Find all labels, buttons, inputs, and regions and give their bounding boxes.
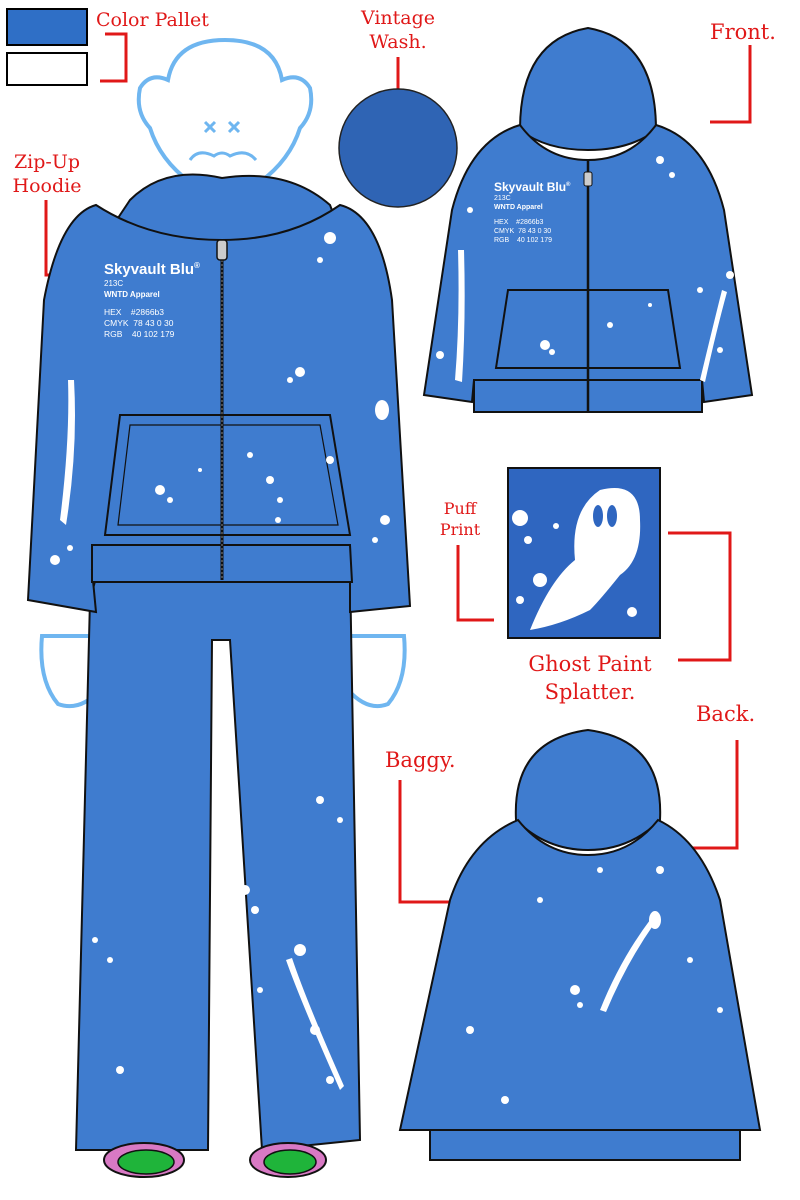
print-code: 213C	[104, 279, 124, 288]
ghost-splatter-icon	[512, 488, 641, 630]
label-vintage-wash-line1: Vintage	[360, 7, 436, 29]
front-print-rgb: RGB 40 102 179	[494, 237, 552, 244]
print-hex: HEX #2866b3	[104, 307, 165, 317]
main-chest-print: Skyvault Blu® 213C WNTD Apparel HEX #286…	[104, 257, 200, 340]
front-print-cmyk: CMYK 78 43 0 30	[494, 228, 552, 235]
label-front: Front.	[710, 20, 776, 44]
front-print-brand: Skyvault Blu	[494, 180, 567, 194]
front-print-code: 213C	[494, 195, 511, 202]
label-puff-print-line2: Print	[439, 520, 481, 539]
back-splatter	[466, 866, 723, 1104]
vintage-wash-swatch	[338, 88, 458, 208]
label-ghost-line2: Splatter.	[544, 680, 636, 704]
label-ghost-paint-splatter: Ghost Paint Splatter.	[500, 650, 680, 706]
shoes	[103, 1142, 327, 1178]
front-chest-print: Skyvault Blu® 213C WNTD Apparel HEX #286…	[494, 178, 570, 245]
label-zip-up-line1: Zip-Up	[13, 151, 81, 173]
main-splatter	[50, 232, 390, 1090]
label-zip-up-hoodie: Zip-Up Hoodie	[12, 150, 82, 198]
label-vintage-wash: Vintage Wash.	[350, 6, 446, 54]
color-swatch-white	[6, 52, 88, 86]
label-puff-print-line1: Puff	[443, 499, 477, 518]
print-rgb: RGB 40 102 179	[104, 329, 175, 339]
color-swatch-blue	[6, 8, 88, 46]
label-color-pallet: Color Pallet	[96, 9, 209, 31]
label-ghost-line1: Ghost Paint	[528, 652, 652, 676]
label-back: Back.	[696, 702, 756, 726]
print-brand: Skyvault Blu	[104, 261, 195, 278]
front-print-reg-mark: ®	[566, 182, 571, 188]
label-zip-up-line2: Hoodie	[12, 175, 82, 197]
label-puff-print: Puff Print	[432, 498, 488, 540]
front-print-hex: HEX #2866b3	[494, 219, 544, 226]
print-reg-mark: ®	[194, 261, 200, 270]
mannequin-face-icon	[188, 120, 258, 162]
pants	[74, 569, 362, 1152]
front-splatter	[436, 156, 734, 382]
print-cmyk: CMYK 78 43 0 30	[104, 318, 174, 328]
label-baggy: Baggy.	[385, 748, 456, 772]
front-print-company: WNTD Apparel	[494, 204, 543, 211]
zipper-icon	[216, 239, 228, 580]
print-company: WNTD Apparel	[104, 290, 160, 299]
back-hoodie	[398, 728, 762, 1161]
label-vintage-wash-line2: Wash.	[369, 31, 427, 53]
